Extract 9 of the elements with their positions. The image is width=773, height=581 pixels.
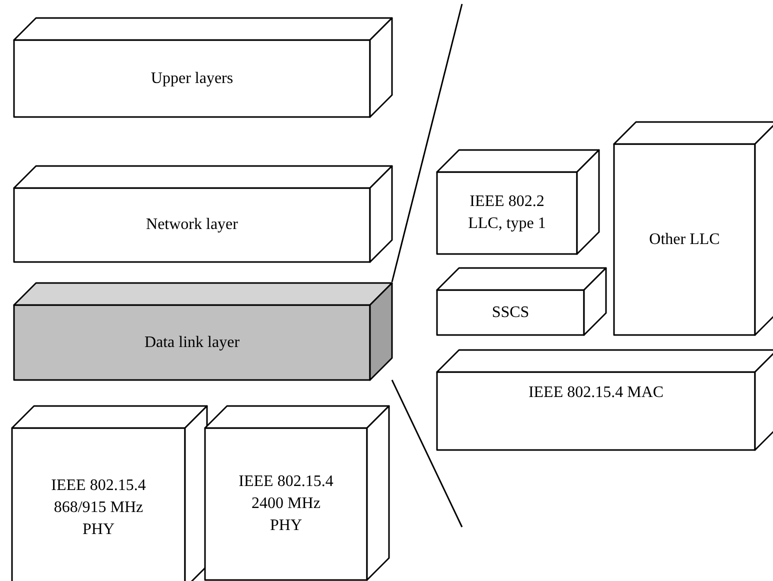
layer-label: Upper layers — [150, 68, 234, 88]
layer-label: IEEE 802.15.4 868/915 MHz PHY — [50, 476, 147, 540]
layer-label: IEEE 802.2 LLC, type 1 — [467, 192, 547, 234]
layer-label: Data link layer — [144, 332, 240, 352]
layer-label: Other LLC — [649, 230, 720, 250]
layer-label: IEEE 802.15.4 MAC — [528, 383, 664, 403]
layer-label: IEEE 802.15.4 2400 MHz PHY — [238, 472, 334, 536]
layer-label: SSCS — [492, 302, 530, 322]
layer-label: Network layer — [146, 215, 238, 235]
